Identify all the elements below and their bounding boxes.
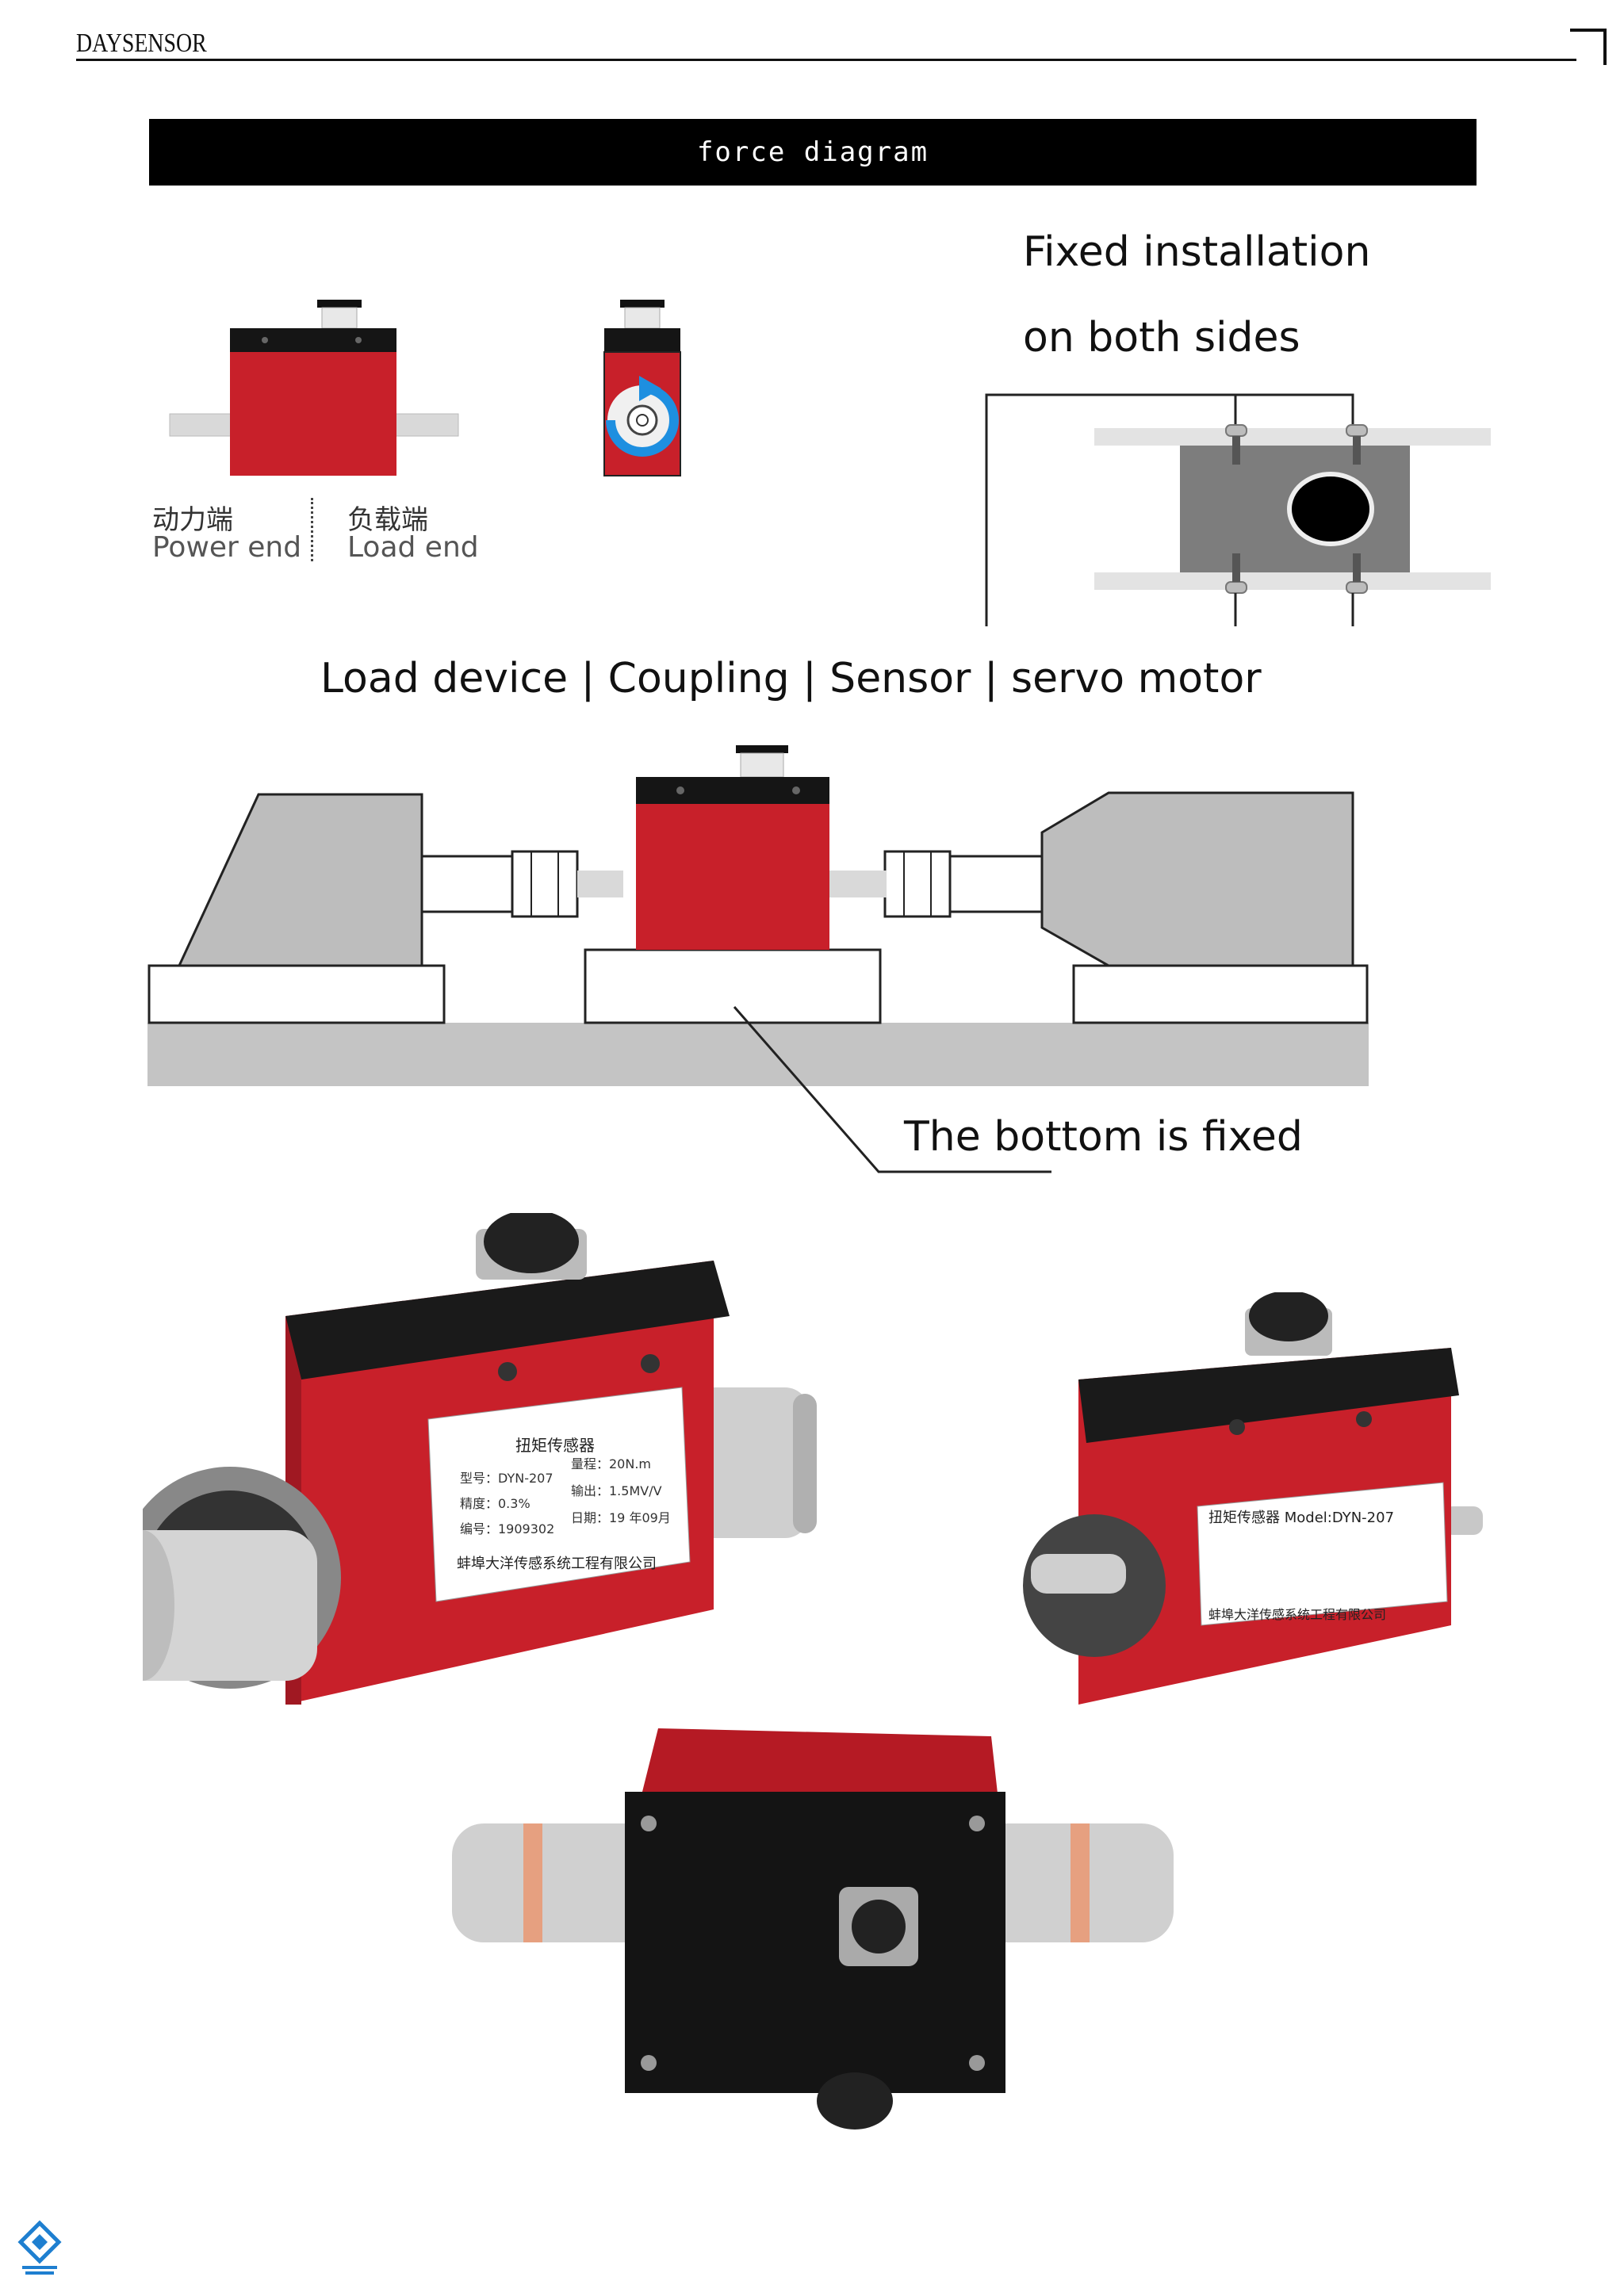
photo1-accuracy: 精度：0.3%: [460, 1496, 530, 1511]
photo1-label-title: 扭矩传感器: [515, 1436, 595, 1455]
drive-train-diagram: [147, 745, 1369, 1173]
fixed-installation-diagram: [985, 393, 1491, 626]
load-end-cn-label: 负载端: [347, 504, 428, 536]
photo1-model: 型号：DYN-207: [460, 1471, 553, 1486]
torque-sensor-photo-large: 扭矩传感器 型号：DYN-207 量程：20N.m 精度：0.3% 输出：1.5…: [143, 1213, 817, 1705]
photo1-range: 量程：20N.m: [571, 1456, 651, 1471]
end-divider: [311, 498, 313, 561]
section-title-bar: force diagram: [149, 119, 1477, 186]
sensor-front-diagram: [603, 300, 681, 476]
photo2-company: 蚌埠大洋传感系统工程有限公司: [1208, 1607, 1386, 1622]
load-end-en-label: Load end: [347, 531, 479, 564]
power-end-en-label: Power end: [152, 531, 302, 564]
header-rule: [76, 59, 1576, 61]
photo2-label-title: 扭矩传感器 Model:DYN-207: [1208, 1510, 1394, 1526]
fixed-installation-label-line1: Fixed installation: [1023, 228, 1371, 276]
company-logo-icon: [17, 2220, 62, 2275]
photo1-date: 日期：19 年09月: [571, 1510, 671, 1525]
photo1-company: 蚌埠大洋传感系统工程有限公司: [457, 1556, 657, 1572]
torque-sensor-photo-rear: [452, 1728, 1174, 2130]
photo1-serial: 编号：1909302: [460, 1521, 554, 1536]
torque-sensor-photo-small: 扭矩传感器 Model:DYN-207 蚌埠大洋传感系统工程有限公司: [1023, 1292, 1483, 1705]
bottom-fixed-label: The bottom is fixed: [904, 1113, 1303, 1161]
brand-name: DAYSENSOR: [76, 29, 207, 58]
corner-mark-icon: [1570, 29, 1607, 65]
photo1-output: 输出：1.5MV/V: [571, 1483, 662, 1498]
sensor-side-diagram: [169, 300, 459, 476]
section-title: force diagram: [696, 136, 929, 168]
fixed-installation-label-line2: on both sides: [1023, 314, 1300, 362]
power-end-cn-label: 动力端: [152, 504, 233, 536]
components-label: Load device | Coupling | Sensor | servo …: [320, 655, 1262, 702]
